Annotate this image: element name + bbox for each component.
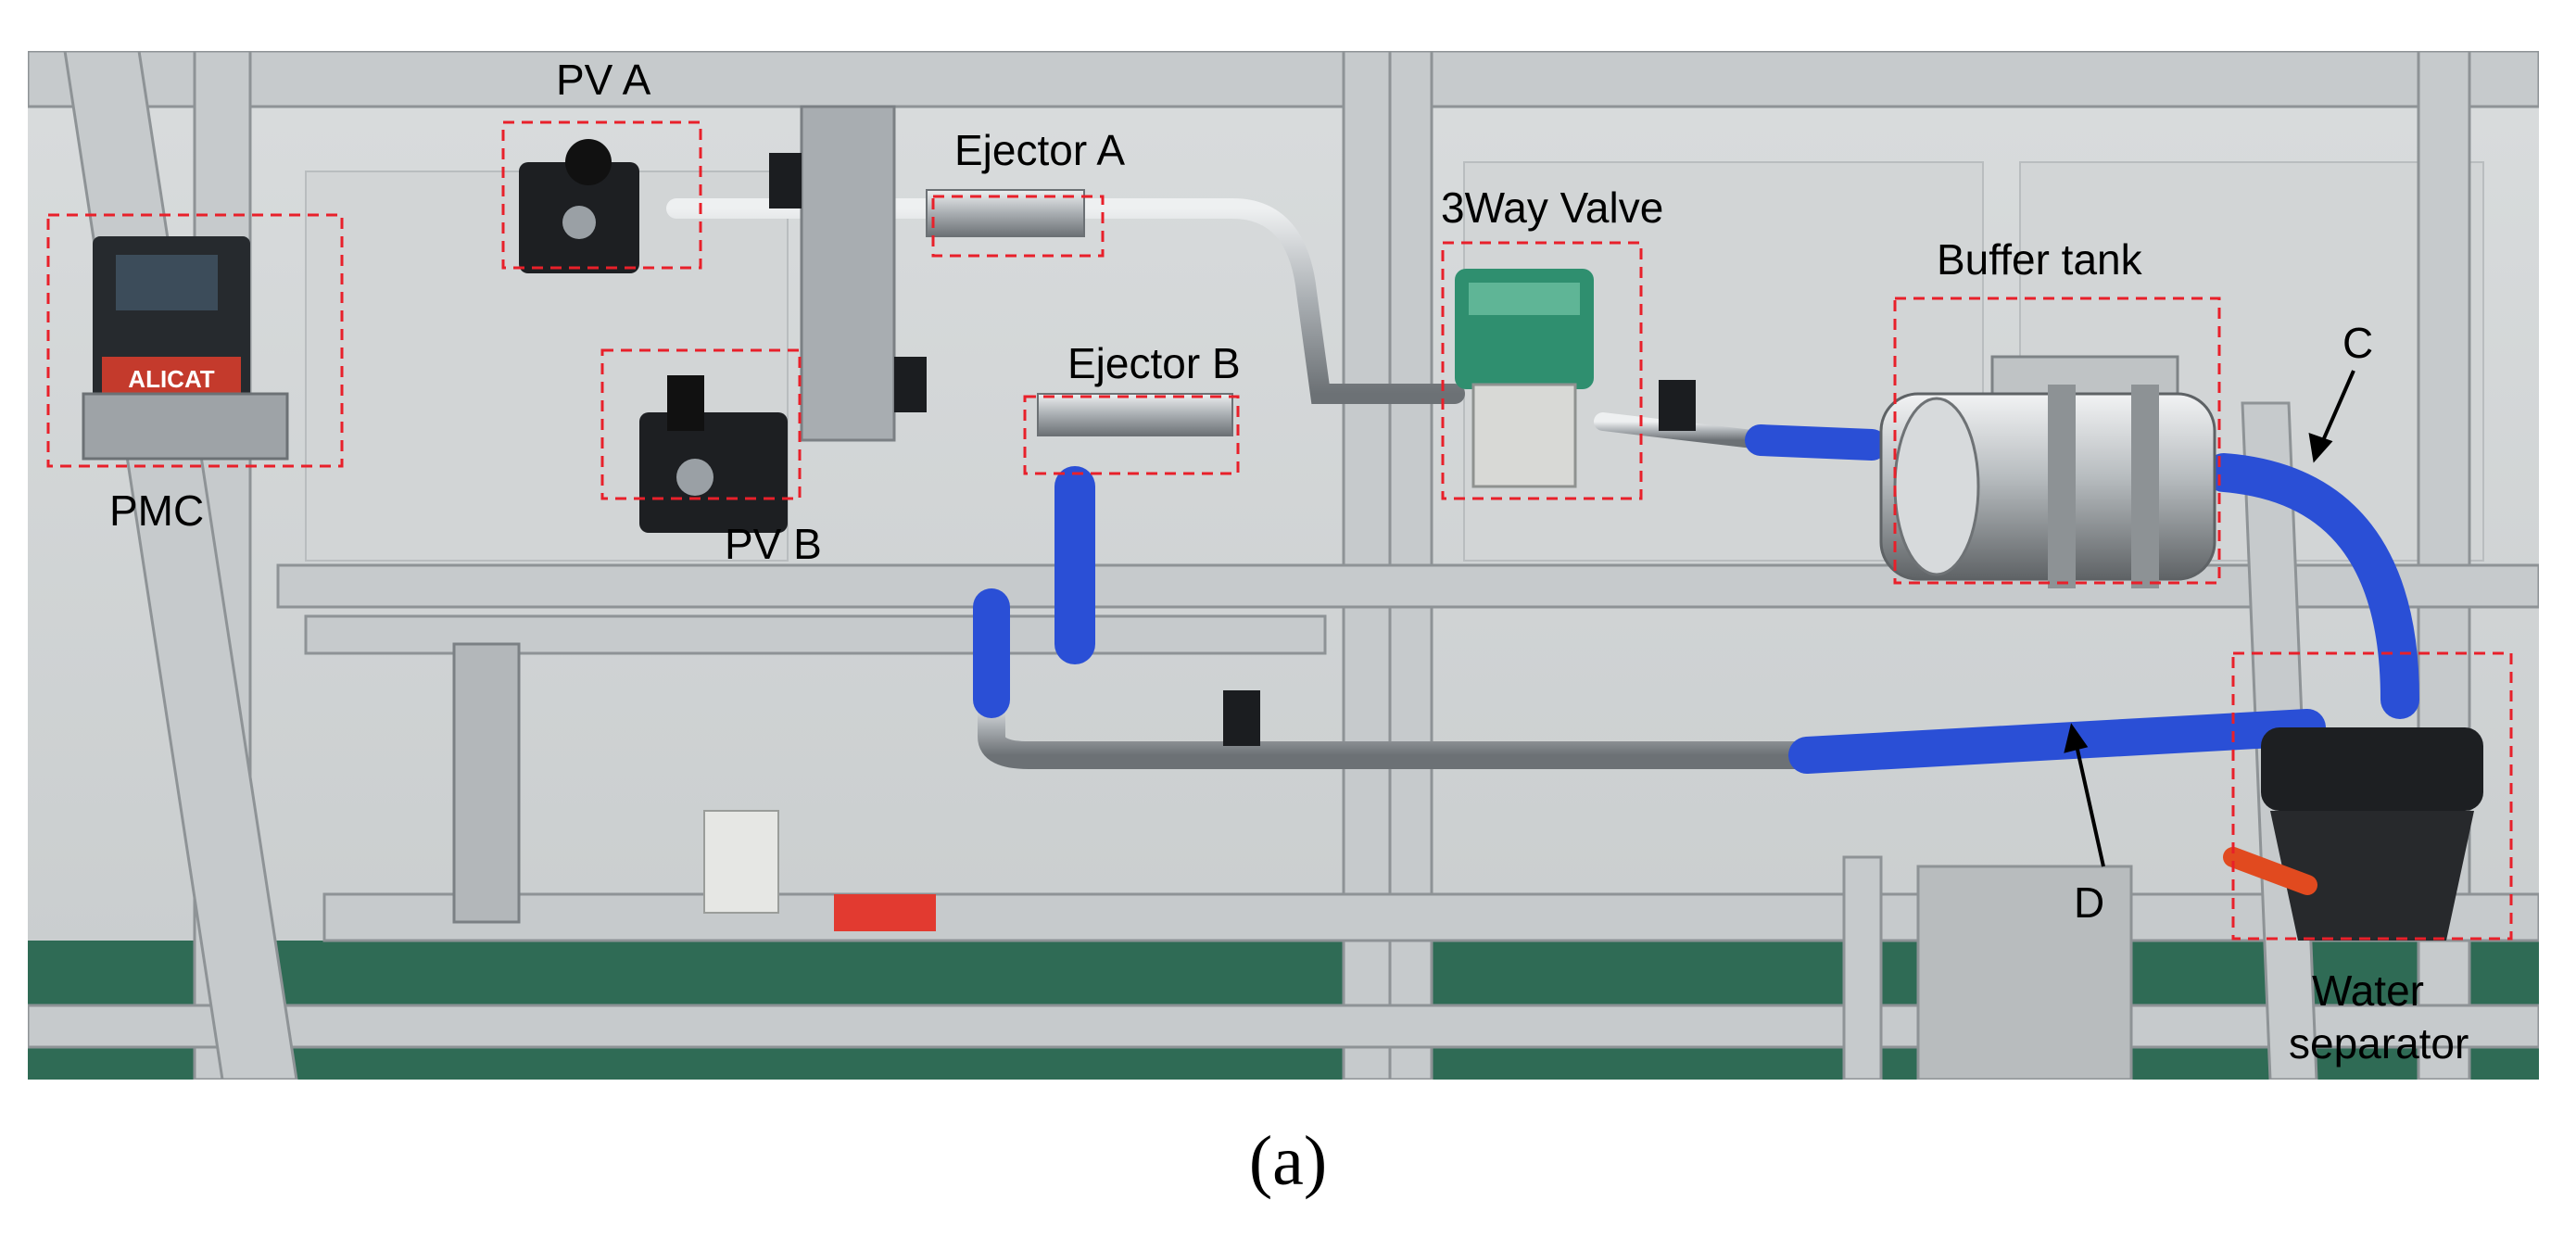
buffer-tank-box (1893, 297, 2221, 585)
ejector-a-box (931, 195, 1105, 258)
relay-box (703, 810, 779, 914)
label-buffer-tank: Buffer tank (1937, 235, 2142, 284)
label-separator: separator (2289, 1019, 2469, 1067)
ejector-b-box (1023, 395, 1240, 475)
water-separator (2223, 727, 2483, 941)
terminal-block (834, 894, 936, 931)
label-ejector-a: Ejector A (954, 126, 1126, 174)
label-water: Water (2312, 966, 2424, 1015)
blue-hoses (973, 424, 2419, 774)
three-way-valve (1455, 269, 1594, 488)
ejector-b-body (1037, 393, 1233, 436)
arrow-d (2064, 723, 2105, 867)
pv-b-box (600, 348, 802, 500)
label-pv-a: PV A (556, 56, 651, 104)
pv-a-valve (519, 139, 639, 273)
pmc-device: ALICAT (82, 236, 289, 461)
figure-caption: (a) (1248, 1122, 1328, 1200)
label-three-way-valve: 3Way Valve (1441, 183, 1664, 232)
label-d: D (2074, 878, 2105, 927)
pv-a-box (501, 120, 702, 270)
aluminium-frame (28, 51, 2539, 1080)
label-ejector-b: Ejector B (1067, 339, 1241, 387)
ejector-a-body (926, 189, 1085, 237)
label-pv-b: PV B (725, 520, 822, 568)
pv-b-valve (639, 375, 788, 533)
arrow-c (2308, 370, 2355, 463)
pmc-box (46, 213, 344, 468)
three-way-valve-box (1441, 241, 1643, 500)
photo: ALICAT (28, 51, 2539, 1080)
alicat-logo: ALICAT (128, 365, 215, 393)
label-c: C (2342, 319, 2374, 367)
label-pmc: PMC (109, 486, 205, 535)
water-separator-box (2231, 651, 2513, 941)
lower-bracket (452, 642, 521, 924)
buffer-tank (1879, 355, 2216, 588)
steel-bracket (800, 105, 896, 442)
